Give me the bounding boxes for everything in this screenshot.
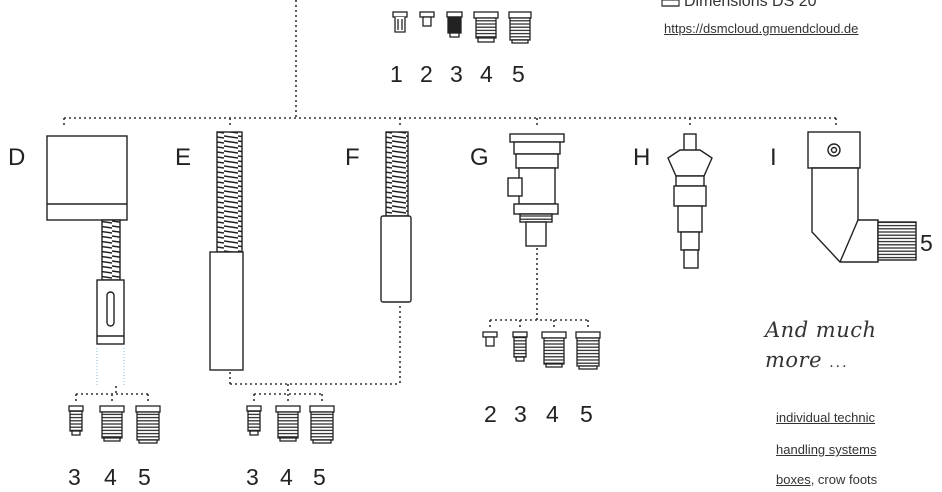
link-boxes[interactable]: boxes	[776, 472, 811, 487]
cloud-url-link[interactable]: https://dsmcloud.gmuendcloud.de	[664, 21, 859, 36]
boxes-line: boxes, crow foots	[776, 472, 877, 487]
group-ef-number-4: 4	[280, 464, 293, 490]
variant-g-drawing	[507, 133, 565, 247]
link-individual-technic[interactable]: individual technic	[776, 410, 876, 425]
group-ef-tips	[246, 405, 335, 444]
tip-4-icon	[275, 405, 301, 442]
tip-5-icon	[575, 331, 601, 370]
top-row-number-3: 3	[450, 61, 463, 87]
variant-letter-g: G	[470, 144, 489, 171]
more-ellipsis: ...	[829, 355, 849, 371]
top-row-number-5: 5	[512, 61, 525, 87]
group-g-tips	[482, 331, 601, 370]
top-row-tips	[392, 11, 532, 44]
more-heading-line2: more ...	[765, 348, 849, 372]
tip-2-icon	[419, 11, 435, 27]
link-handling-systems[interactable]: handling systems	[776, 442, 877, 457]
variant-i-drawing	[807, 131, 917, 263]
variant-letter-i: I	[770, 144, 777, 171]
group-d-number-5: 5	[138, 464, 151, 490]
tip-5-icon	[508, 11, 532, 44]
top-row-number-4: 4	[480, 61, 493, 87]
group-g-number-2: 2	[484, 401, 497, 427]
group-ef-number-3: 3	[246, 464, 259, 490]
tip-3-icon	[68, 405, 84, 436]
tip-3-icon	[246, 405, 262, 436]
tip-3-icon	[446, 11, 463, 38]
tip-2-icon	[482, 331, 498, 347]
variant-d-drawing	[46, 135, 128, 345]
group-d-number-3: 3	[68, 464, 81, 490]
group-g-number-4: 4	[546, 401, 559, 427]
variant-letter-e: E	[175, 144, 192, 171]
tip-4-icon	[473, 11, 499, 43]
group-d-number-4: 4	[104, 464, 117, 490]
top-row-number-1: 1	[390, 61, 403, 87]
tip-4-icon	[541, 331, 567, 368]
variant-letter-d: D	[8, 144, 26, 171]
more-heading-word: more	[765, 348, 823, 372]
guide-lines	[96, 348, 125, 386]
tip-3-icon	[512, 331, 528, 362]
dimensions-link[interactable]: Dimensions DS 20	[684, 0, 817, 10]
tip-4-icon	[99, 405, 125, 442]
more-heading-line1: And much	[765, 318, 877, 342]
group-g-number-5: 5	[580, 401, 593, 427]
tip-5-icon	[135, 405, 161, 444]
variant-h-drawing	[667, 133, 713, 269]
connector-lines	[63, 0, 837, 404]
tip-5-icon	[309, 405, 335, 444]
group-ef-number-5: 5	[313, 464, 326, 490]
group-d-tips	[68, 405, 161, 444]
tip-1-icon	[392, 11, 408, 33]
variant-e-drawing	[209, 131, 244, 371]
variant-letter-f: F	[345, 144, 360, 171]
variant-i-number: 5	[920, 230, 933, 256]
ruler-icon	[661, 0, 680, 7]
group-g-number-3: 3	[514, 401, 527, 427]
variant-f-drawing	[380, 131, 412, 303]
boxes-tail: , crow foots	[810, 472, 878, 487]
variant-letter-h: H	[633, 144, 651, 171]
top-row-number-2: 2	[420, 61, 433, 87]
